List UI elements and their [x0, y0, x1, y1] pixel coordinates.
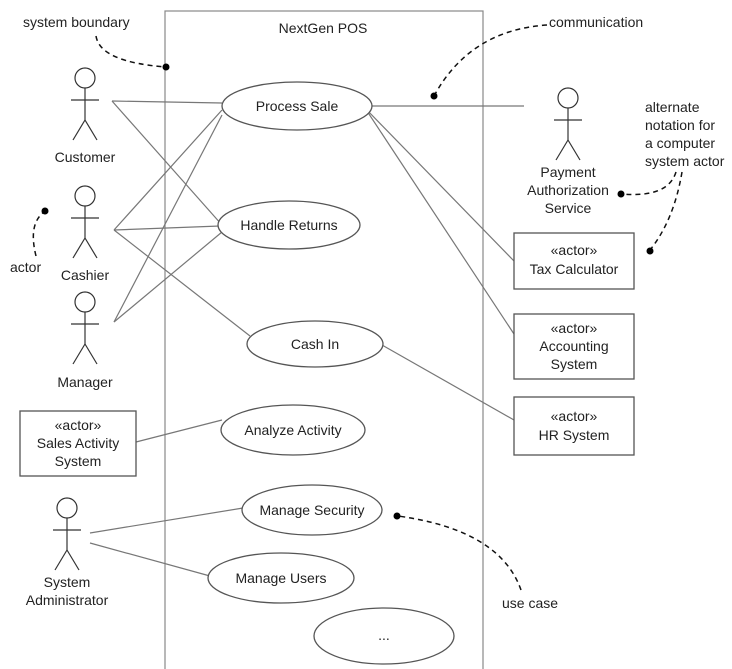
- actor-box-label: Tax Calculator: [530, 261, 619, 277]
- actor-label: Manager: [57, 374, 113, 390]
- annotation-label: a computer: [645, 135, 715, 151]
- actor-label: Payment: [540, 164, 595, 180]
- actor-label: Authorization: [527, 182, 609, 198]
- association-line: [111, 100, 223, 104]
- association-line: [364, 107, 515, 262]
- actor-label: Customer: [55, 149, 116, 165]
- actor-box-hr-system: «actor» HR System: [513, 396, 635, 456]
- annotation-use-case: use case: [393, 512, 558, 611]
- actor-box-label: Sales Activity: [37, 435, 119, 451]
- association-line: [113, 231, 223, 323]
- actor-label: Administrator: [26, 592, 109, 608]
- system-title: NextGen POS: [279, 20, 368, 36]
- association-line: [113, 109, 223, 231]
- use-case-manage-users: Manage Users: [207, 552, 355, 604]
- actor-label: Cashier: [61, 267, 110, 283]
- actor-box-label: System: [55, 453, 102, 469]
- association-line: [113, 229, 251, 337]
- annotation-label: communication: [549, 14, 643, 30]
- annotation-actor: actor: [10, 207, 49, 275]
- use-case-label: Analyze Activity: [244, 422, 341, 438]
- actor-customer: Customer: [55, 67, 116, 165]
- use-case-handle-returns: Handle Returns: [217, 200, 361, 250]
- use-case-label: Manage Security: [259, 502, 364, 518]
- actor-box-label: HR System: [539, 427, 610, 443]
- use-case-label: ...: [378, 627, 390, 643]
- use-case-process-sale: Process Sale: [221, 81, 373, 131]
- association-line: [89, 507, 244, 534]
- actor-box-label: System: [551, 356, 598, 372]
- actor-payment-authorization-service: Payment Authorization Service: [527, 87, 609, 216]
- actor-box-accounting-system: «actor» Accounting System: [513, 313, 635, 380]
- annotation-label: use case: [502, 595, 558, 611]
- annotation-communication: communication: [430, 14, 643, 100]
- stereotype-label: «actor»: [551, 320, 598, 336]
- use-case-manage-security: Manage Security: [241, 484, 383, 536]
- use-case-label: Manage Users: [235, 570, 326, 586]
- actor-manager: Manager: [57, 291, 113, 390]
- use-case-analyze-activity: Analyze Activity: [220, 404, 366, 456]
- use-case-label: Process Sale: [256, 98, 339, 114]
- annotation-label: actor: [10, 259, 41, 275]
- association-line: [111, 100, 223, 226]
- use-case-label: Handle Returns: [240, 217, 337, 233]
- annotation-label: alternate: [645, 99, 700, 115]
- actor-box-tax-calculator: «actor» Tax Calculator: [513, 232, 635, 290]
- stereotype-label: «actor»: [551, 408, 598, 424]
- actor-cashier: Cashier: [61, 185, 110, 283]
- system-boundary: [164, 10, 484, 669]
- annotation-label: notation for: [645, 117, 715, 133]
- associations: [89, 100, 524, 577]
- use-case-more: ...: [313, 607, 455, 665]
- stereotype-label: «actor»: [55, 417, 102, 433]
- association-line: [135, 419, 223, 443]
- association-line: [381, 344, 515, 421]
- use-case-cash-in: Cash In: [246, 320, 384, 368]
- annotation-system-boundary: system boundary: [23, 14, 170, 71]
- annotation-label: system actor: [645, 153, 725, 169]
- stereotype-label: «actor»: [551, 242, 598, 258]
- actor-label: Service: [545, 200, 592, 216]
- association-line: [89, 542, 211, 577]
- actor-label: System: [44, 574, 91, 590]
- association-line: [364, 107, 515, 335]
- use-case-label: Cash In: [291, 336, 339, 352]
- actor-system-administrator: System Administrator: [26, 497, 109, 608]
- association-line: [113, 225, 221, 231]
- association-line: [113, 114, 223, 323]
- actor-box-sales-activity-system: «actor» Sales Activity System: [19, 410, 137, 477]
- annotation-alternate-notation: alternate notation for a computer system…: [617, 99, 725, 255]
- actor-box-label: Accounting: [539, 338, 608, 354]
- annotation-label: system boundary: [23, 14, 130, 30]
